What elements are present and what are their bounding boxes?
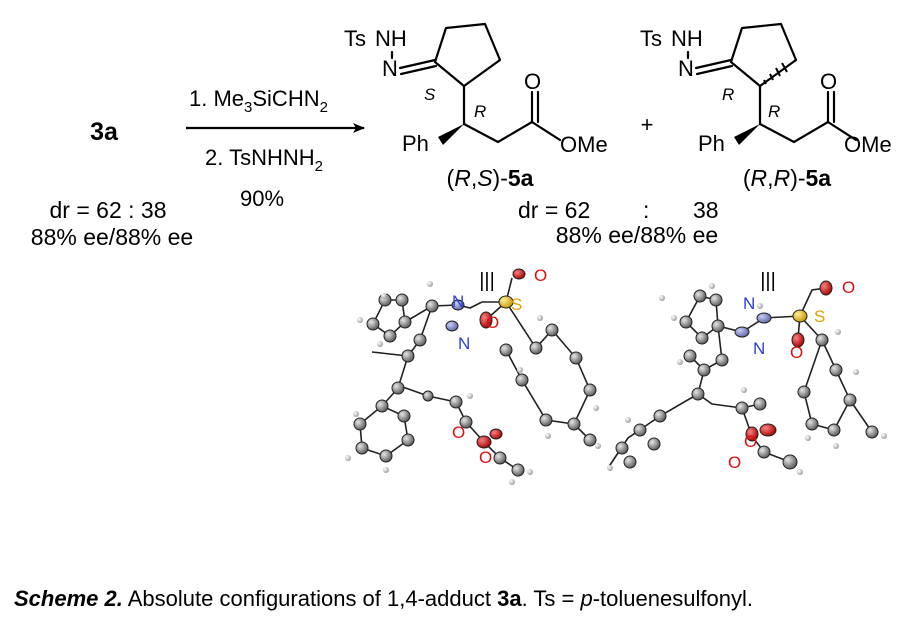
atom-ome-right: OMe <box>844 132 892 157</box>
crystal-left-s: S <box>511 295 522 314</box>
crystal-right-n2: N <box>753 339 765 358</box>
atom-nh-right: NH <box>671 26 703 51</box>
product-dr-value2: 38 <box>693 197 719 223</box>
caption-text-2: . Ts = <box>521 586 581 611</box>
atom-ph-left: Ph <box>402 131 429 156</box>
product-rr-structure: Ts NH N R R Ph O OMe <box>640 22 892 157</box>
start-ee: 88% ee/88% ee <box>31 224 193 250</box>
caption-compound: 3a <box>497 586 522 611</box>
atom-ph-right: Ph <box>698 131 725 156</box>
equivalence-right: ||| <box>760 270 776 292</box>
crystal-left-n1: N <box>452 292 464 311</box>
crystal-right-n1: N <box>743 294 755 313</box>
crystal-left-o1: O <box>534 266 547 285</box>
product-rs-label: (R,S)-5a <box>447 165 534 191</box>
atom-o-left: O <box>524 69 541 94</box>
reagent-step-1: 1. Me3SiCHN2 <box>189 86 328 116</box>
atom-ome-left: OMe <box>560 132 608 157</box>
crystal-left-n2: N <box>458 334 470 353</box>
crystal-right-s: S <box>814 307 825 326</box>
crystal-right-o4: O <box>728 453 741 472</box>
crystal-left-o3: O <box>452 423 465 442</box>
start-dr: dr = 62 : 38 <box>50 197 167 223</box>
crystal-right-o1: O <box>842 278 855 297</box>
atom-n-left: N <box>382 56 398 81</box>
product-dr-colon: : <box>643 197 649 223</box>
caption-text-3: -toluenesulfonyl. <box>592 586 753 611</box>
atom-n-right: N <box>678 56 694 81</box>
stereo-label-r-left: R <box>474 102 486 121</box>
caption-label: Scheme 2. <box>14 586 123 611</box>
caption-p: p <box>580 586 593 611</box>
stereo-label-r2-right: R <box>768 102 780 121</box>
product-ee: 88% ee/88% ee <box>556 222 718 248</box>
atom-ts-left: Ts <box>344 26 366 51</box>
stereo-label-r1-right: R <box>722 85 734 104</box>
product-rs-structure: Ts NH N S R Ph O OMe <box>344 22 608 157</box>
stereo-label-s-left: S <box>424 85 436 104</box>
atom-nh-left: NH <box>375 26 407 51</box>
crystal-structure-right: N N S O O O O <box>607 278 887 475</box>
atom-ts-right: Ts <box>640 26 662 51</box>
crystal-left-o2: O <box>486 313 499 332</box>
reagent-step-2: 2. TsNHNH2 <box>205 145 323 175</box>
start-compound: 3a <box>90 118 119 146</box>
product-rr-label: (R,R)-5a <box>743 165 831 191</box>
figure-caption: Scheme 2. Absolute configurations of 1,4… <box>14 586 753 612</box>
caption-text-1: Absolute configurations of 1,4-adduct <box>122 586 498 611</box>
reaction-yield: 90% <box>240 186 284 211</box>
crystal-structure-left: N N S O O O O <box>345 266 601 485</box>
product-dr-prefix: dr = 62 <box>518 197 590 223</box>
atom-o-right: O <box>820 69 837 94</box>
plus-sign: + <box>641 112 654 137</box>
crystal-right-o2: O <box>790 343 803 362</box>
crystal-left-o4: O <box>479 448 492 467</box>
equivalence-left: ||| <box>479 270 495 292</box>
crystal-right-o3: O <box>744 432 757 451</box>
